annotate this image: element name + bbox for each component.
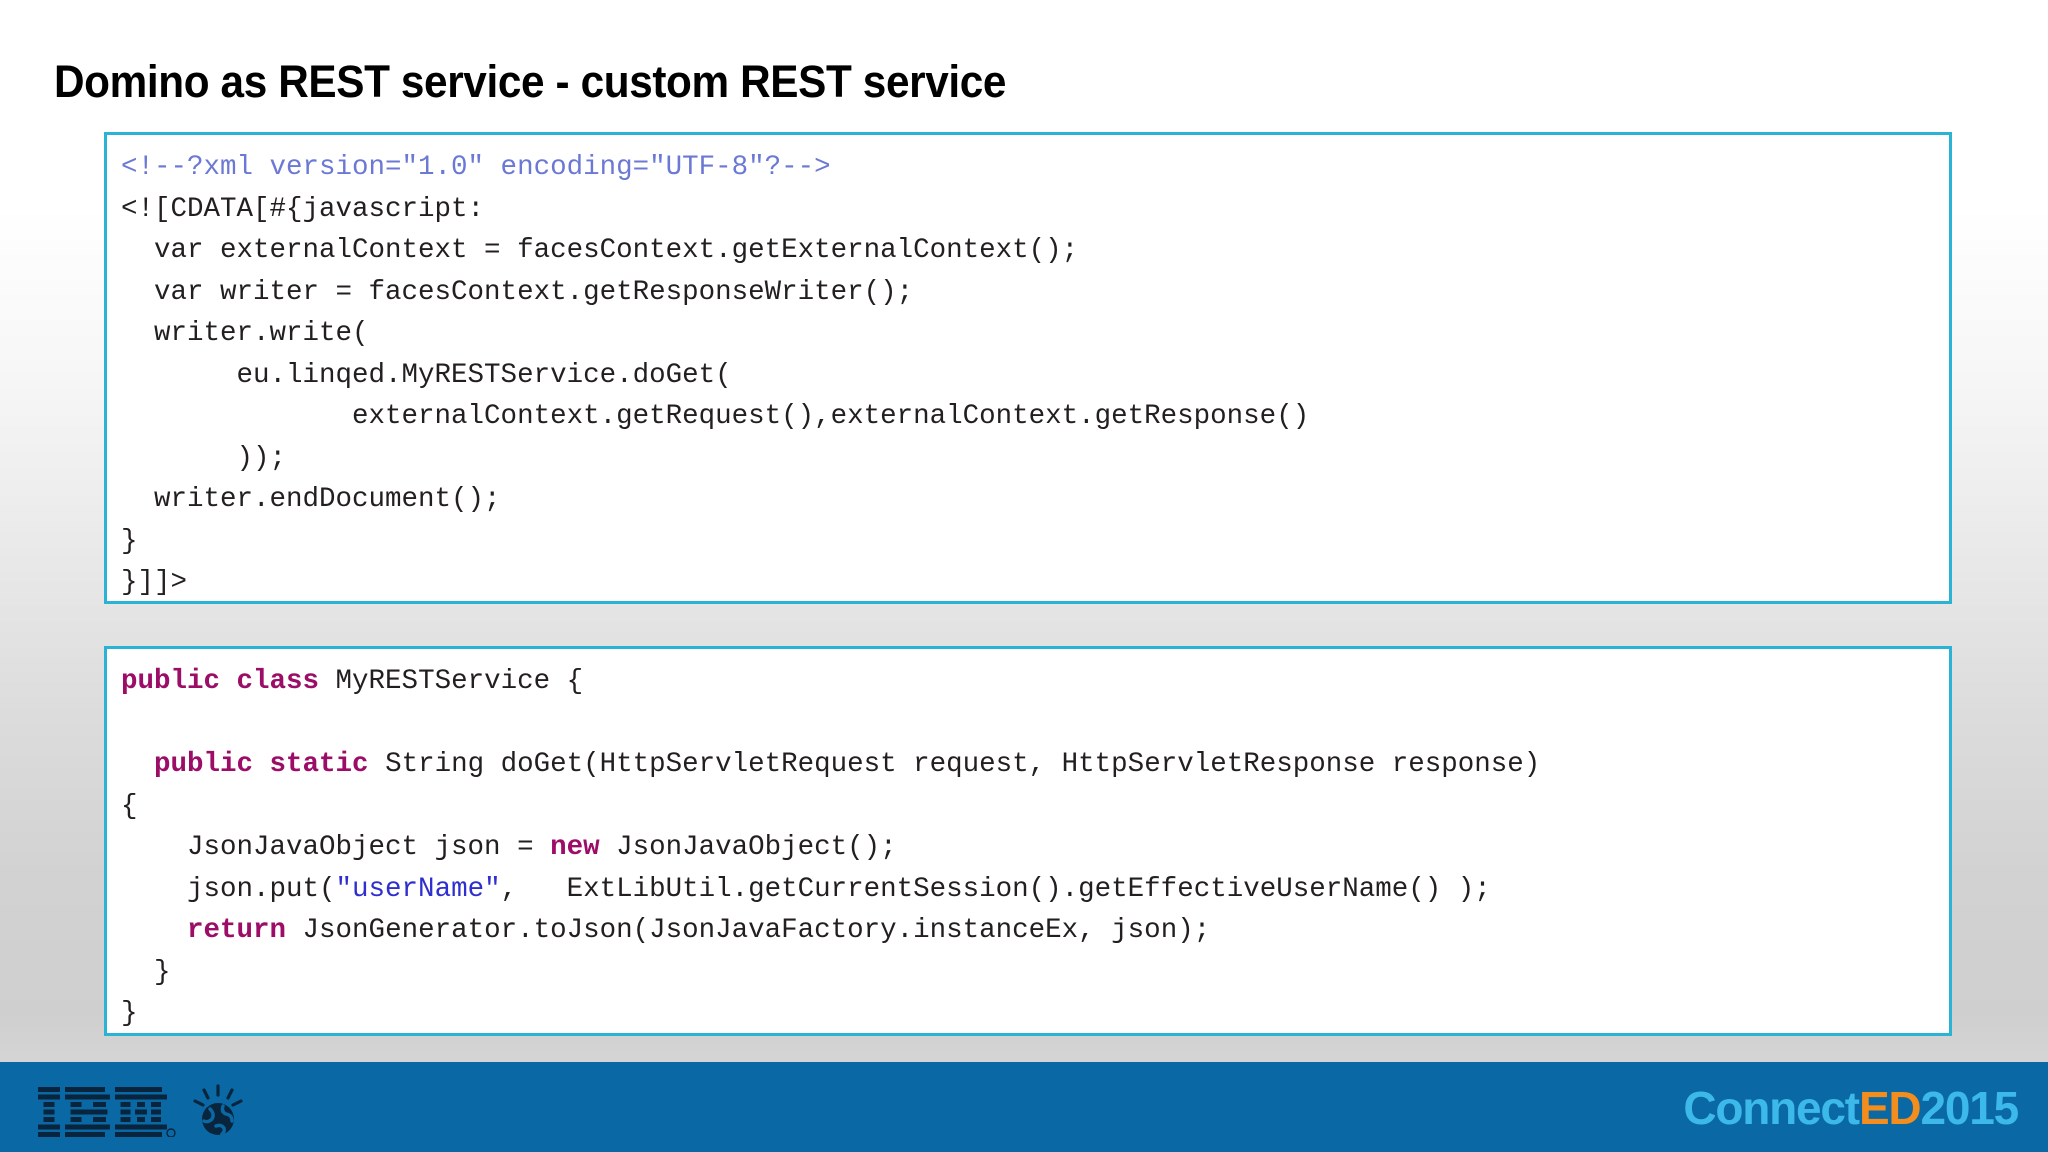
keyword-public-class: public class <box>121 666 320 697</box>
code-line-java-5: json.put("userName", ExtLibUtil.getCurre… <box>121 873 1491 905</box>
connected-2015-logo: ConnectED2015 <box>1683 1080 2019 1136</box>
footer-divider <box>0 1062 2048 1066</box>
keyword-return: return <box>187 915 287 946</box>
connected-logo-connect: Connect <box>1683 1082 1860 1134</box>
code-line-xml-1: <![CDATA[#{javascript: <box>121 193 485 225</box>
code-line-java-4: JsonJavaObject json = new JsonJavaObject… <box>121 832 897 863</box>
connected-logo-year: 2015 <box>1920 1082 2019 1134</box>
page-title: Domino as REST service - custom REST ser… <box>54 56 1007 108</box>
code-content-java: public class MyRESTService { public stat… <box>121 661 1935 1035</box>
code-line-java-7: } <box>121 956 171 988</box>
code-line-xml-10: }]]> <box>121 567 188 598</box>
code-content-xml: <!--?xml version="1.0" encoding="UTF-8"?… <box>121 147 1935 604</box>
keyword-new: new <box>550 832 600 863</box>
code-line-java-3: { <box>121 790 138 822</box>
code-line-java-2: public static String doGet(HttpServletRe… <box>154 749 1541 780</box>
ibm-logo <box>38 1084 246 1140</box>
keyword-public-static: public static <box>154 749 369 780</box>
code-block-xml: <!--?xml version="1.0" encoding="UTF-8"?… <box>104 132 1952 604</box>
code-line-xml-0: <!--?xml version="1.0" encoding="UTF-8"?… <box>121 152 831 183</box>
ibm-wordmark-icon <box>38 1087 176 1137</box>
code-line-xml-2: var externalContext = facesContext.getEx… <box>121 235 1079 266</box>
footer-bar: ConnectED2015 <box>0 1066 2048 1152</box>
code-line-xml-8: writer.endDocument(); <box>121 484 501 515</box>
code-line-java-6: return JsonGenerator.toJson(JsonJavaFact… <box>187 915 1211 946</box>
code-line-xml-3: var writer = facesContext.getResponseWri… <box>121 276 914 308</box>
code-line-java-8: } <box>121 998 138 1029</box>
code-line-xml-7: )); <box>121 442 287 474</box>
ibm-on-demand-globe-icon <box>193 1084 243 1136</box>
code-block-java: public class MyRESTService { public stat… <box>104 646 1952 1036</box>
code-line-xml-5: eu.linqed.MyRESTService.doGet( <box>121 359 732 391</box>
connected-logo-ed: ED <box>1858 1082 1922 1134</box>
code-line-xml-6: externalContext.getRequest(),externalCon… <box>121 401 1310 432</box>
string-literal-username: "userName" <box>335 873 501 905</box>
code-line-java-0: public class MyRESTService { <box>121 666 584 697</box>
code-line-xml-4: writer.write( <box>121 318 369 349</box>
code-line-xml-9: } <box>121 525 138 557</box>
